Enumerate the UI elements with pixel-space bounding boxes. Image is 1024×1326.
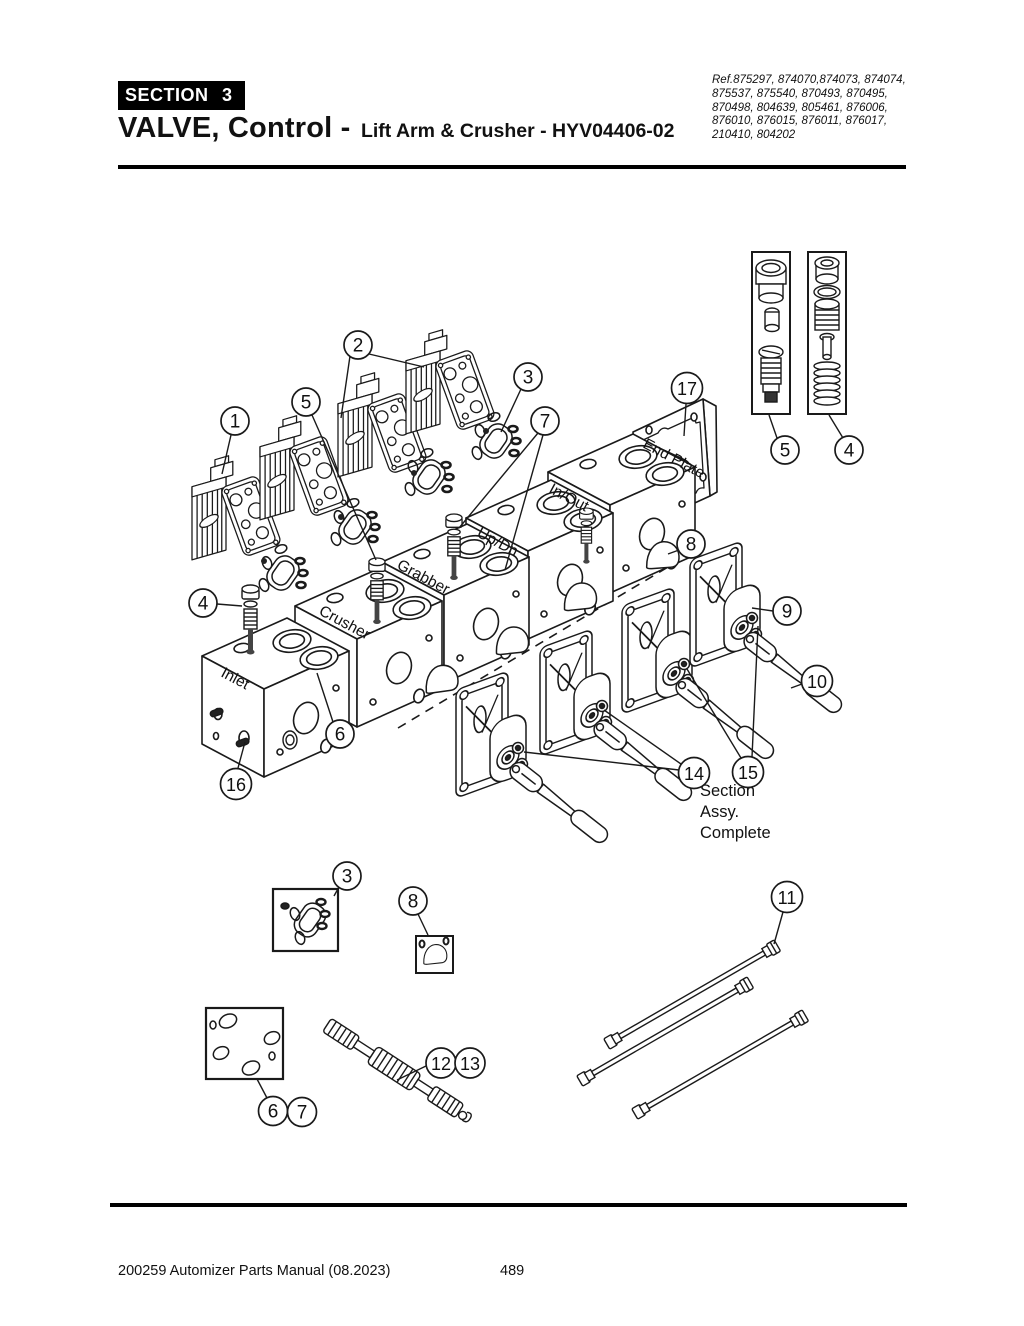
- svg-text:7: 7: [297, 1103, 308, 1124]
- callout-9: 9: [772, 596, 802, 626]
- callout-10: 10: [800, 664, 834, 698]
- ref-line: 210410, 804202: [712, 129, 796, 142]
- callout-13: 13: [454, 1047, 486, 1079]
- callouts: 1 2 5 3 7 17 5 4 8 9 10 4 6 16 14 15 3 8…: [188, 330, 864, 1128]
- svg-text:15: 15: [738, 763, 758, 783]
- footer-manual-title: 200259 Automizer Parts Manual (08.2023): [118, 1263, 391, 1279]
- svg-text:10: 10: [807, 672, 827, 692]
- callout-2: 2: [343, 330, 373, 360]
- callout-17: 17: [670, 371, 704, 405]
- callout-16: 16: [219, 767, 253, 801]
- callout-5: 5: [291, 387, 321, 417]
- solenoid-assembly: [259, 413, 351, 521]
- svg-text:8: 8: [408, 892, 419, 913]
- svg-text:9: 9: [782, 602, 793, 623]
- mounting-screws: [261, 428, 489, 564]
- inlet-block-ports: [209, 707, 298, 750]
- svg-text:4: 4: [844, 441, 855, 462]
- page-number: 489: [500, 1263, 525, 1279]
- relief-valve-kit-box: [807, 251, 847, 415]
- tie-rod: [575, 976, 755, 1088]
- callout-11: 11: [770, 880, 804, 914]
- svg-text:Assy.: Assy.: [700, 803, 739, 821]
- section-badge: SECTION 3: [118, 81, 245, 110]
- callout-8: 8: [676, 529, 706, 559]
- callout-6: 6: [325, 719, 355, 749]
- callout-14: 14: [677, 756, 711, 790]
- seal-plate-box: [204, 1006, 285, 1081]
- callout-3: 3: [513, 362, 543, 392]
- title-sub: Lift Arm & Crusher - HYV04406-02: [360, 120, 675, 142]
- ref-line: 870498, 804639, 805461, 876006,: [712, 101, 888, 114]
- section-assy-note: Section Assy. Complete: [700, 782, 771, 842]
- o-ring-cluster: [256, 541, 309, 596]
- svg-text:3: 3: [523, 368, 534, 389]
- svg-text:12: 12: [431, 1054, 451, 1074]
- ref-line: 875537, 875540, 870493, 870495,: [712, 87, 888, 100]
- callout-5b: 5: [770, 435, 800, 465]
- solenoid-assembly: [405, 327, 497, 435]
- callout-8b: 8: [398, 886, 428, 916]
- leader-lines: [216, 353, 844, 1099]
- svg-text:5: 5: [301, 393, 312, 414]
- page-title: VALVE, Control - Lift Arm & Crusher - HY…: [118, 112, 718, 145]
- svg-text:14: 14: [684, 764, 704, 784]
- svg-text:6: 6: [335, 725, 346, 746]
- callout-4: 4: [188, 588, 218, 618]
- manifold-block-inlet: [201, 617, 350, 778]
- callout-6b: 6: [257, 1095, 289, 1127]
- svg-text:5: 5: [780, 441, 791, 462]
- svg-text:11: 11: [778, 888, 797, 908]
- tie-rod: [602, 939, 782, 1051]
- svg-text:Complete: Complete: [700, 824, 771, 842]
- svg-text:17: 17: [677, 379, 697, 399]
- callout-12: 12: [425, 1047, 457, 1079]
- title-main: VALVE, Control -: [118, 112, 351, 144]
- svg-text:3: 3: [342, 867, 353, 888]
- ref-line: 876010, 876015, 876011, 876017,: [712, 115, 888, 128]
- svg-text:1: 1: [230, 412, 241, 433]
- svg-text:6: 6: [268, 1102, 279, 1123]
- svg-text:13: 13: [460, 1054, 480, 1074]
- ref-line: Ref.875297, 874070,874073, 874074,: [712, 74, 906, 86]
- callout-1: 1: [220, 406, 250, 436]
- plug-kit-box: [751, 251, 791, 415]
- callout-7: 7: [530, 406, 560, 436]
- svg-text:2: 2: [353, 336, 364, 357]
- svg-text:16: 16: [226, 775, 246, 795]
- callout-3b: 3: [332, 861, 362, 891]
- footer-rule: [110, 1203, 907, 1207]
- reference-numbers: Ref.875297, 874070,874073, 874074, 87553…: [712, 74, 906, 143]
- tie-rod: [630, 1009, 810, 1121]
- callout-4b: 4: [834, 435, 864, 465]
- callout-7b: 7: [286, 1096, 318, 1128]
- header-rule: [118, 165, 906, 169]
- svg-text:8: 8: [686, 535, 697, 556]
- gasket-box: [415, 935, 454, 974]
- svg-text:4: 4: [198, 594, 209, 615]
- svg-text:7: 7: [540, 412, 551, 433]
- o-ring-kit-box: [271, 887, 340, 953]
- spool-spring-assembly: [323, 1018, 472, 1123]
- callout-15: 15: [731, 755, 765, 789]
